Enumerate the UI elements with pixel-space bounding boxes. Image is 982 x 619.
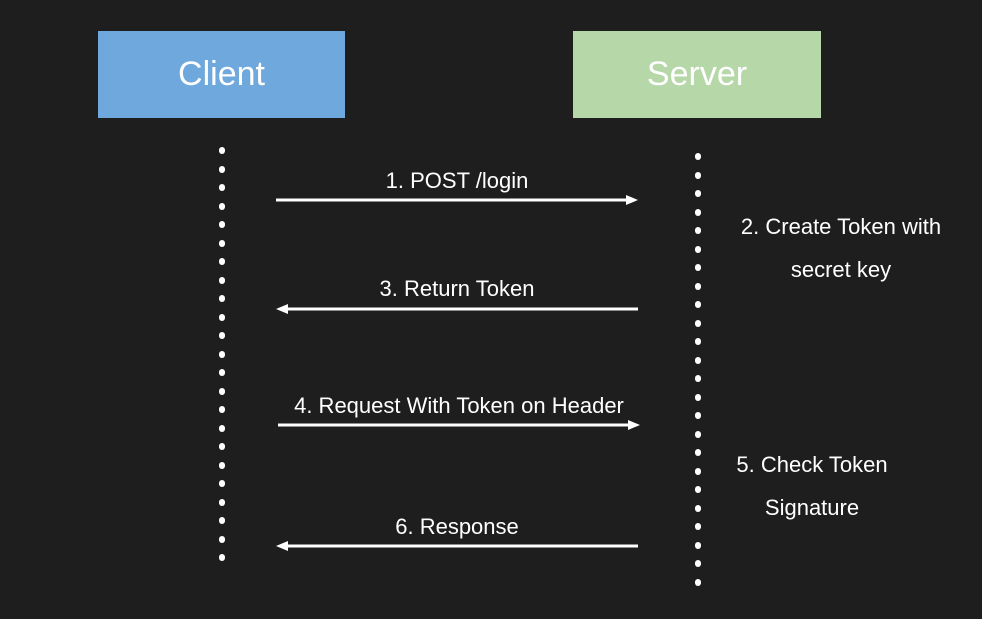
lifeline-dot — [219, 276, 225, 284]
lifeline-dot — [219, 480, 225, 487]
lifeline-dot — [219, 443, 225, 450]
message-arrow-response — [276, 541, 638, 551]
lifeline-dot — [219, 221, 225, 228]
server-lifeline — [695, 153, 701, 589]
lifeline-dot — [695, 245, 701, 253]
note-check-token: 5. Check Token Signature — [720, 443, 904, 529]
client-lifeline — [219, 147, 225, 579]
note-check-token-line2: Signature — [764, 495, 860, 520]
lifeline-dot — [695, 171, 701, 179]
lifeline-dot — [219, 184, 225, 191]
lifeline-dot — [219, 258, 225, 265]
note-create-token: 2. Create Token with secret key — [722, 205, 960, 291]
lifeline-dot — [695, 190, 701, 197]
lifeline-dot — [219, 461, 225, 469]
lifeline-dot — [219, 202, 225, 210]
lifeline-dot — [219, 147, 225, 154]
message-label-request-with-token: 4. Request With Token on Header — [294, 393, 624, 418]
lifeline-dot — [695, 541, 701, 549]
note-create-token-line1: 2. Create Token with — [740, 214, 942, 239]
client-label: Client — [178, 55, 265, 93]
lifeline-dot — [695, 264, 701, 271]
lifeline-dot — [219, 517, 225, 524]
server-participant-box: Server — [573, 31, 821, 118]
message-label-response: 6. Response — [395, 514, 519, 539]
lifeline-dot — [219, 535, 225, 543]
lifeline-dot — [695, 227, 701, 234]
lifeline-dot — [695, 578, 701, 586]
message-label-return-token: 3. Return Token — [379, 276, 535, 301]
lifeline-dot — [219, 350, 225, 358]
note-check-token-line1: 5. Check Token — [736, 452, 888, 477]
lifeline-dot — [695, 153, 701, 160]
lifeline-dot — [695, 449, 701, 456]
lifeline-dot — [695, 282, 701, 290]
message-label-post-login: 1. POST /login — [385, 168, 529, 193]
lifeline-dot — [695, 412, 701, 419]
client-participant-box: Client — [98, 31, 345, 118]
message-arrow-request-with-token — [278, 420, 640, 430]
lifeline-dot — [695, 523, 701, 530]
lifeline-dot — [219, 295, 225, 302]
lifeline-dot — [695, 467, 701, 475]
lifeline-dot — [219, 498, 225, 506]
server-label: Server — [646, 55, 748, 93]
lifeline-dot — [695, 301, 701, 308]
message-arrow-return-token — [276, 304, 638, 314]
lifeline-dot — [695, 504, 701, 512]
lifeline-dot — [219, 239, 225, 247]
lifeline-dot — [695, 430, 701, 438]
lifeline-dot — [219, 554, 225, 561]
message-arrow-post-login — [276, 195, 638, 205]
lifeline-dot — [695, 356, 701, 364]
lifeline-dot — [695, 208, 701, 216]
lifeline-dot — [219, 369, 225, 376]
lifeline-dot — [695, 375, 701, 382]
lifeline-dot — [695, 560, 701, 567]
lifeline-dot — [219, 332, 225, 339]
lifeline-dot — [219, 424, 225, 432]
lifeline-dot — [219, 406, 225, 413]
lifeline-dot — [219, 313, 225, 321]
lifeline-dot — [219, 165, 225, 173]
lifeline-dot — [695, 319, 701, 327]
lifeline-dot — [695, 486, 701, 493]
lifeline-dot — [695, 338, 701, 345]
lifeline-dot — [695, 393, 701, 401]
lifeline-dot — [219, 387, 225, 395]
note-create-token-line2: secret key — [790, 257, 892, 282]
